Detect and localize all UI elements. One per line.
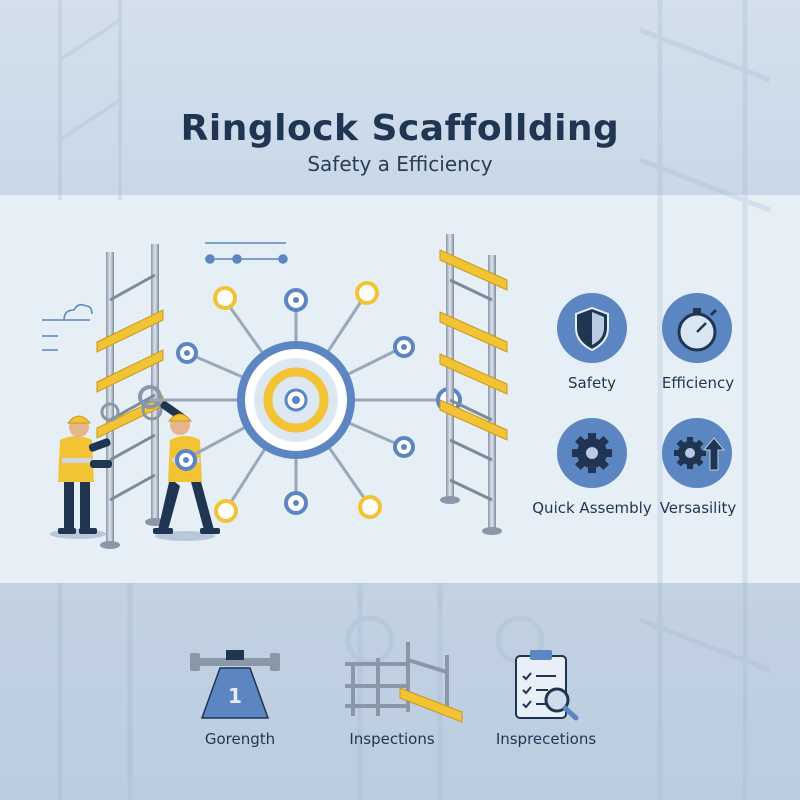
feature-label-efficiency: Efficiency xyxy=(661,374,735,392)
bottom-label-gorength: Gorength xyxy=(204,730,276,748)
cloud-icon xyxy=(63,303,93,321)
gear-icon xyxy=(557,418,627,488)
gear-arrow-icon xyxy=(662,418,732,488)
shield-icon xyxy=(557,293,627,363)
decorative-lines xyxy=(42,242,288,351)
page-subtitle: Safety a Efficiency xyxy=(307,152,493,176)
background-scaffold-right xyxy=(639,0,771,800)
feature-label-safety: Safety xyxy=(568,374,616,392)
worker-right xyxy=(153,401,220,541)
center-band xyxy=(0,195,800,583)
background-scaffold-bottom xyxy=(57,583,545,800)
worker-left xyxy=(50,415,112,539)
weight-icon xyxy=(190,650,280,719)
stopwatch-icon xyxy=(662,293,732,363)
feature-label-versasility: Versasility xyxy=(659,499,737,517)
left-scaffold xyxy=(96,244,165,549)
right-scaffold xyxy=(439,234,508,535)
feature-label-quick-assembly: Quick Assembly xyxy=(532,499,652,517)
top-background xyxy=(0,0,800,195)
weight-badge: 1 xyxy=(228,684,242,708)
background-scaffold-left xyxy=(58,0,122,200)
bottom-label-inspections: Inspections xyxy=(349,730,435,748)
page-title: Ringlock Scaffollding xyxy=(180,108,620,149)
bottom-label-insprecetions: Insprecetions xyxy=(495,730,597,748)
clipboard-magnifier-icon xyxy=(515,650,579,721)
scaffold-frame-icon xyxy=(345,642,463,723)
